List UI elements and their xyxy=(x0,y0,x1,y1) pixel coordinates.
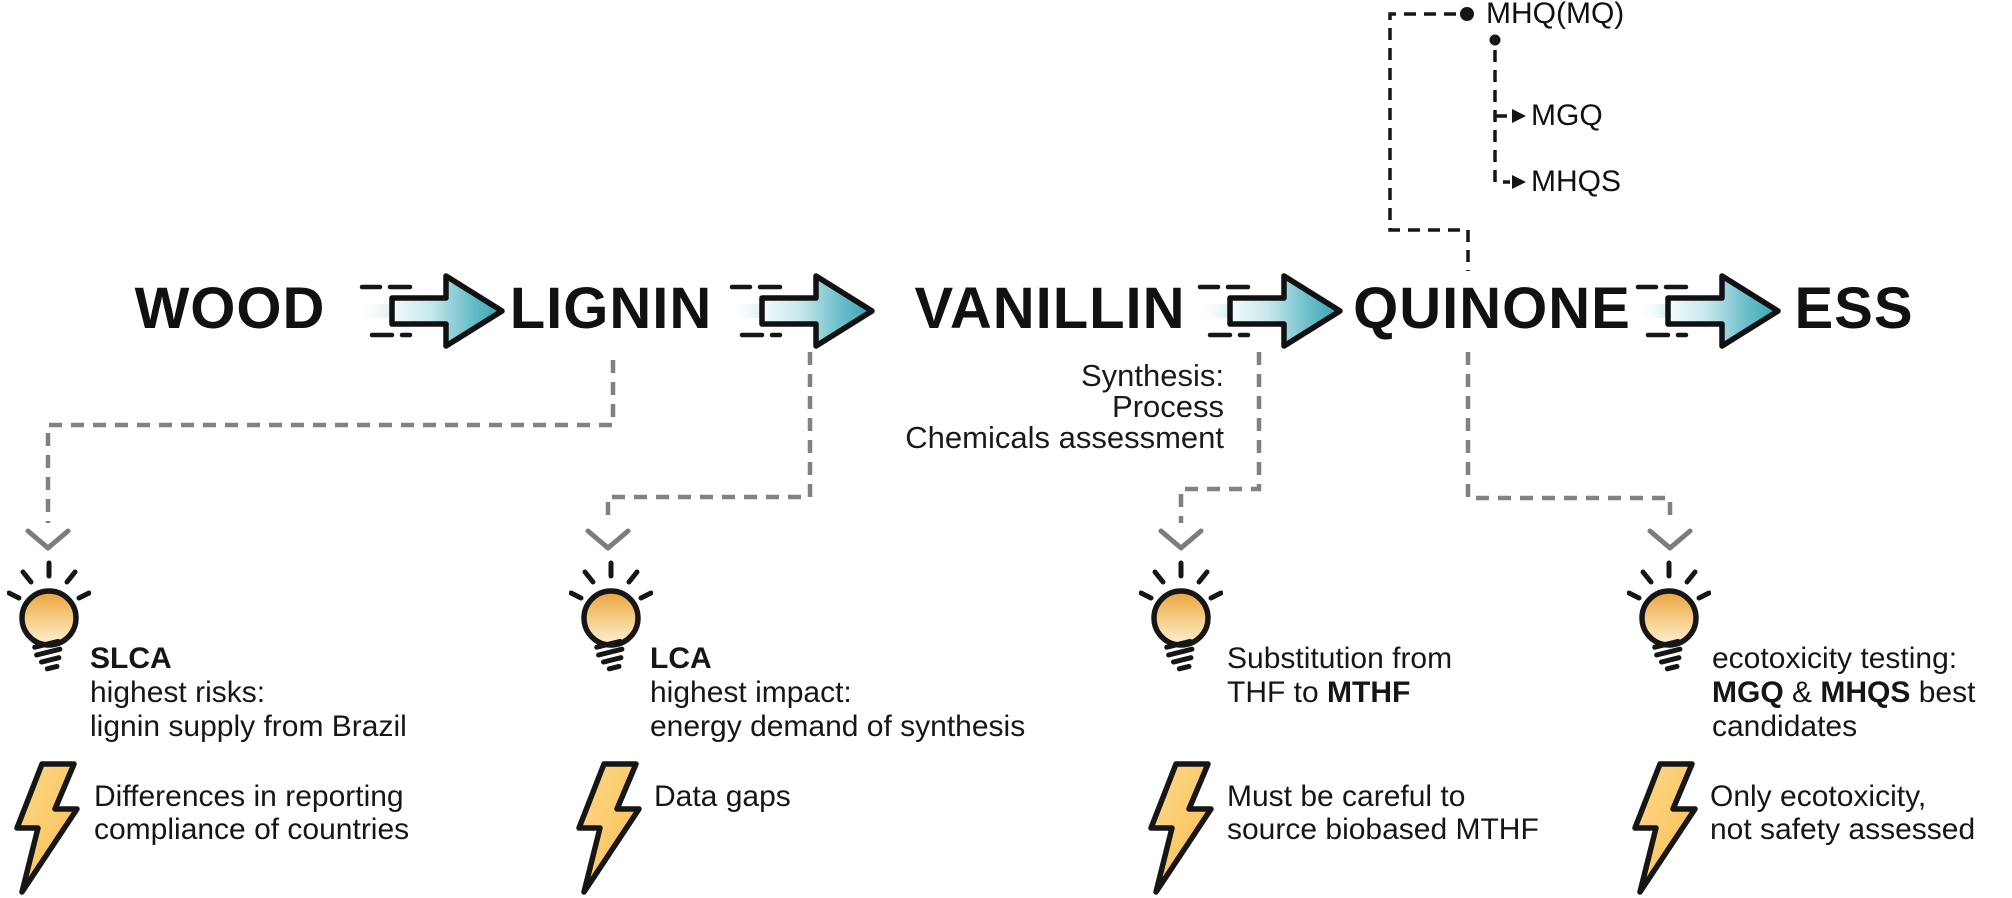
flow-step-quinone: QUINONE xyxy=(1353,276,1631,341)
text-line: source biobased MTHF xyxy=(1227,813,1539,846)
text-line: Differences in reporting xyxy=(94,780,404,813)
node-dot xyxy=(1460,7,1474,21)
connector-arrow2-to-lca xyxy=(605,352,813,523)
branch-line-mhqs xyxy=(1493,50,1510,184)
lightning-bolt-icon xyxy=(1632,761,1698,895)
text-line: highest risks: xyxy=(90,676,266,709)
connector-quinone-to-ecotoxicity xyxy=(1465,352,1673,523)
text-line: THF to MTHF xyxy=(1227,676,1411,709)
text-line: Only ecotoxicity, xyxy=(1710,780,1927,813)
text-line: compliance of countries xyxy=(94,813,410,846)
text-line: LCA xyxy=(650,642,712,675)
synthesis-note: Synthesis: Process Chemicals assessment xyxy=(905,358,1224,455)
risk-text-lignin: Data gaps xyxy=(654,780,791,813)
risk-text-ess: Only ecotoxicity,not safety assessed xyxy=(1710,780,1975,846)
text-line: MGQ & MHQS best xyxy=(1712,676,1976,709)
text-line: Data gaps xyxy=(654,780,791,813)
lightbulb-icon xyxy=(1627,560,1711,672)
lightning-bolt-icon xyxy=(14,761,80,895)
flow-step-vanillin: VANILLIN xyxy=(914,276,1186,341)
text-line: energy demand of synthesis xyxy=(650,710,1026,743)
flow-step-lignin: LIGNIN xyxy=(509,276,713,341)
down-arrowhead-icon xyxy=(1158,528,1204,551)
lightbulb-icon xyxy=(569,560,653,672)
connector-arrow3-to-substitution xyxy=(1178,352,1262,523)
mhq-to-quinone-line xyxy=(1388,12,1470,271)
text-line: not safety assessed xyxy=(1710,813,1976,846)
text-line: Substitution from xyxy=(1227,642,1453,675)
right-arrowhead-icon xyxy=(1512,175,1526,189)
connector-arrowheads xyxy=(25,528,1693,551)
connector-lignin-to-slca xyxy=(45,360,616,523)
down-arrowhead-icon xyxy=(585,528,631,551)
fast-forward-arrow-icon xyxy=(1196,273,1343,349)
text-line: SLCA xyxy=(90,642,172,675)
down-arrowhead-icon xyxy=(1647,528,1693,551)
lightbulb-icon xyxy=(7,560,91,672)
text-line: ecotoxicity testing: xyxy=(1712,642,1958,675)
fast-forward-arrow-icon xyxy=(358,273,505,349)
text-line: candidates xyxy=(1712,710,1858,743)
node-dot xyxy=(1489,34,1501,46)
text-line: Must be careful to xyxy=(1227,780,1466,813)
right-arrowhead-icon xyxy=(1512,109,1526,123)
text-line: lignin supply from Brazil xyxy=(90,710,407,743)
label-mhq-mq: MHQ(MQ) xyxy=(1486,0,1625,30)
lightning-bolt-icon xyxy=(576,761,642,895)
derivative-tree-markers xyxy=(1460,7,1526,189)
down-arrowhead-icon xyxy=(25,528,71,551)
dashed-connector-lines xyxy=(45,352,1673,523)
fast-forward-arrow-icon xyxy=(728,273,875,349)
flow-step-ess: ESS xyxy=(1794,276,1914,341)
lightning-bolt-icon xyxy=(1148,761,1214,895)
flow-step-wood: WOOD xyxy=(134,276,326,341)
lightbulb-icon xyxy=(1139,560,1223,672)
derivative-tree-lines xyxy=(1388,12,1510,271)
fast-forward-arrow-icon xyxy=(1634,273,1781,349)
label-mgq: MGQ xyxy=(1531,99,1603,132)
label-mhqs: MHQS xyxy=(1531,165,1621,198)
text-line: highest impact: xyxy=(650,676,852,709)
